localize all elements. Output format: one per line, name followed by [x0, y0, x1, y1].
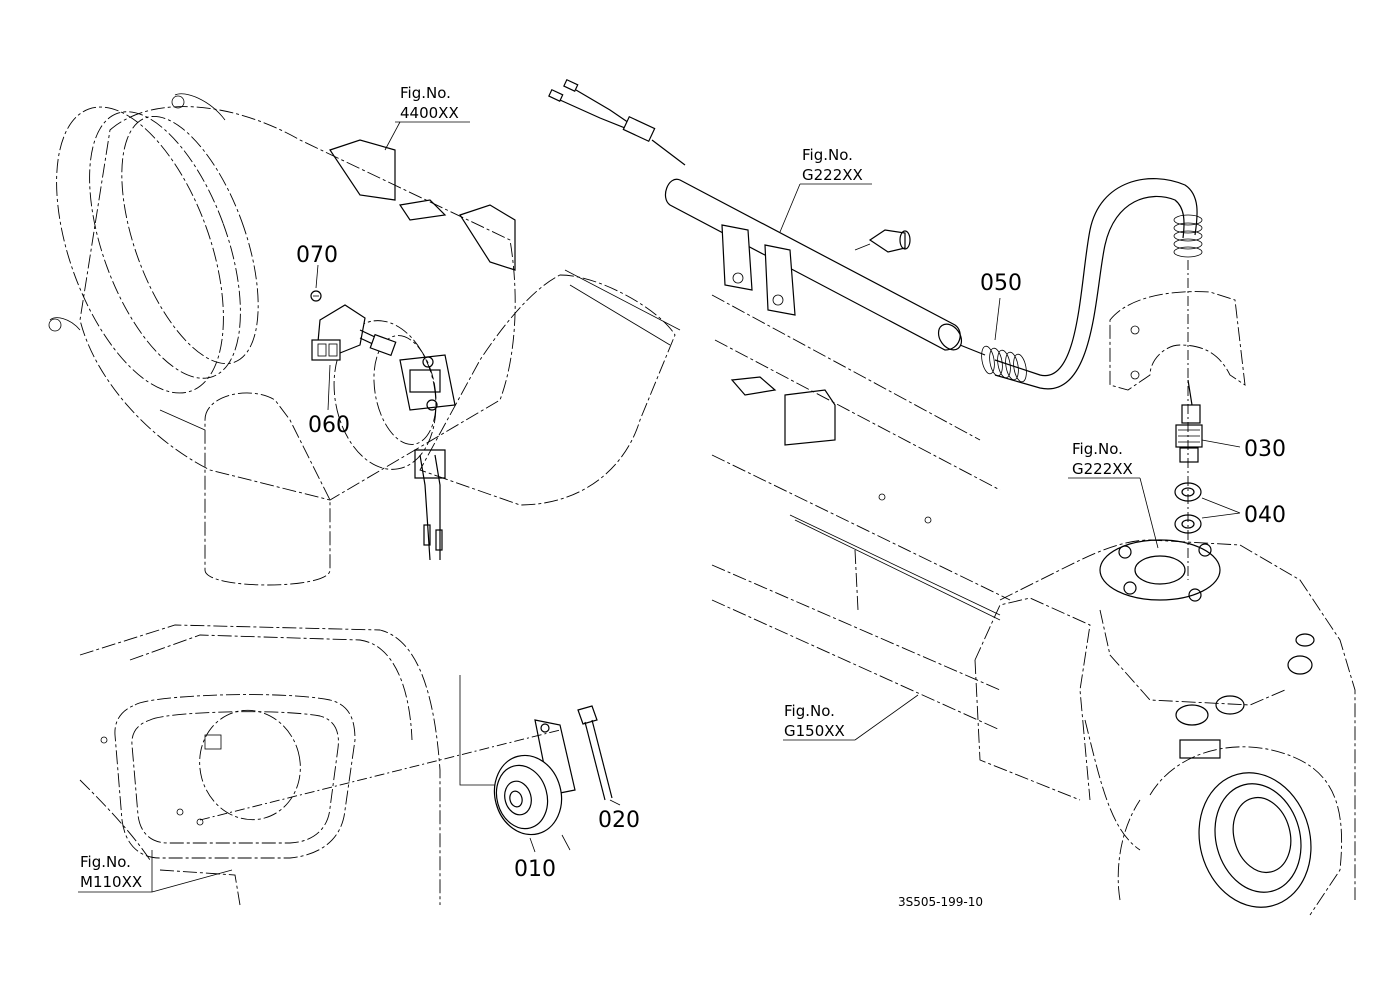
- switch-sensor-060: [311, 304, 397, 361]
- fig-ref-air-cleaner-code: 4400XX: [400, 104, 459, 122]
- fig-ref-wire-upper-title: Fig.No.: [802, 146, 853, 164]
- fig-ref-air-cleaner-title: Fig.No.: [400, 84, 451, 102]
- bracket-cover: [1109, 291, 1246, 391]
- screw-070: [310, 290, 322, 302]
- fig-ref-wire-upper-code: G222XX: [802, 166, 863, 184]
- fig-ref-panel-code: M110XX: [80, 873, 142, 891]
- fig-ref-panel-title: Fig.No.: [80, 853, 131, 871]
- air-cleaner-assembly: [48, 93, 681, 586]
- fig-ref-frame-title: Fig.No.: [784, 702, 835, 720]
- figure-leaders: [78, 121, 1159, 893]
- part-label-070: 070: [296, 243, 338, 268]
- drawing-code: 3S505-199-10: [898, 895, 983, 909]
- horn-010: [493, 719, 576, 851]
- figure-ref-labels: Fig.No. 4400XX Fig.No. G222XX Fig.No. G2…: [80, 84, 1133, 891]
- part-label-050: 050: [980, 271, 1022, 296]
- part-label-020: 020: [598, 808, 640, 833]
- part-label-030: 030: [1244, 437, 1286, 462]
- washers-040: [1174, 482, 1202, 534]
- part-label-010: 010: [514, 857, 556, 882]
- leader-050: [994, 297, 1001, 341]
- fig-ref-frame-code: G150XX: [784, 722, 845, 740]
- leader-030: [1201, 439, 1241, 448]
- leader-010: [529, 837, 536, 853]
- fig-ref-housing-title: Fig.No.: [1072, 440, 1123, 458]
- leader-060: [327, 364, 331, 411]
- part-label-040: 040: [1244, 503, 1286, 528]
- bolt-020: [577, 705, 613, 801]
- fig-ref-housing-code: G222XX: [1072, 460, 1133, 478]
- part-labels: 070 060 050 030 040 020 010: [296, 243, 1286, 882]
- leader-070: [315, 264, 319, 289]
- leader-020: [609, 799, 621, 806]
- transmission-frame: [711, 294, 1356, 916]
- part-label-060: 060: [308, 413, 350, 438]
- sensor-wire-harness: [548, 78, 986, 356]
- operator-panel: [79, 624, 495, 906]
- leader-040: [1201, 497, 1241, 519]
- sensor-030: [1175, 379, 1203, 463]
- cable-050: [981, 178, 1203, 390]
- horn-center-line: [199, 729, 561, 821]
